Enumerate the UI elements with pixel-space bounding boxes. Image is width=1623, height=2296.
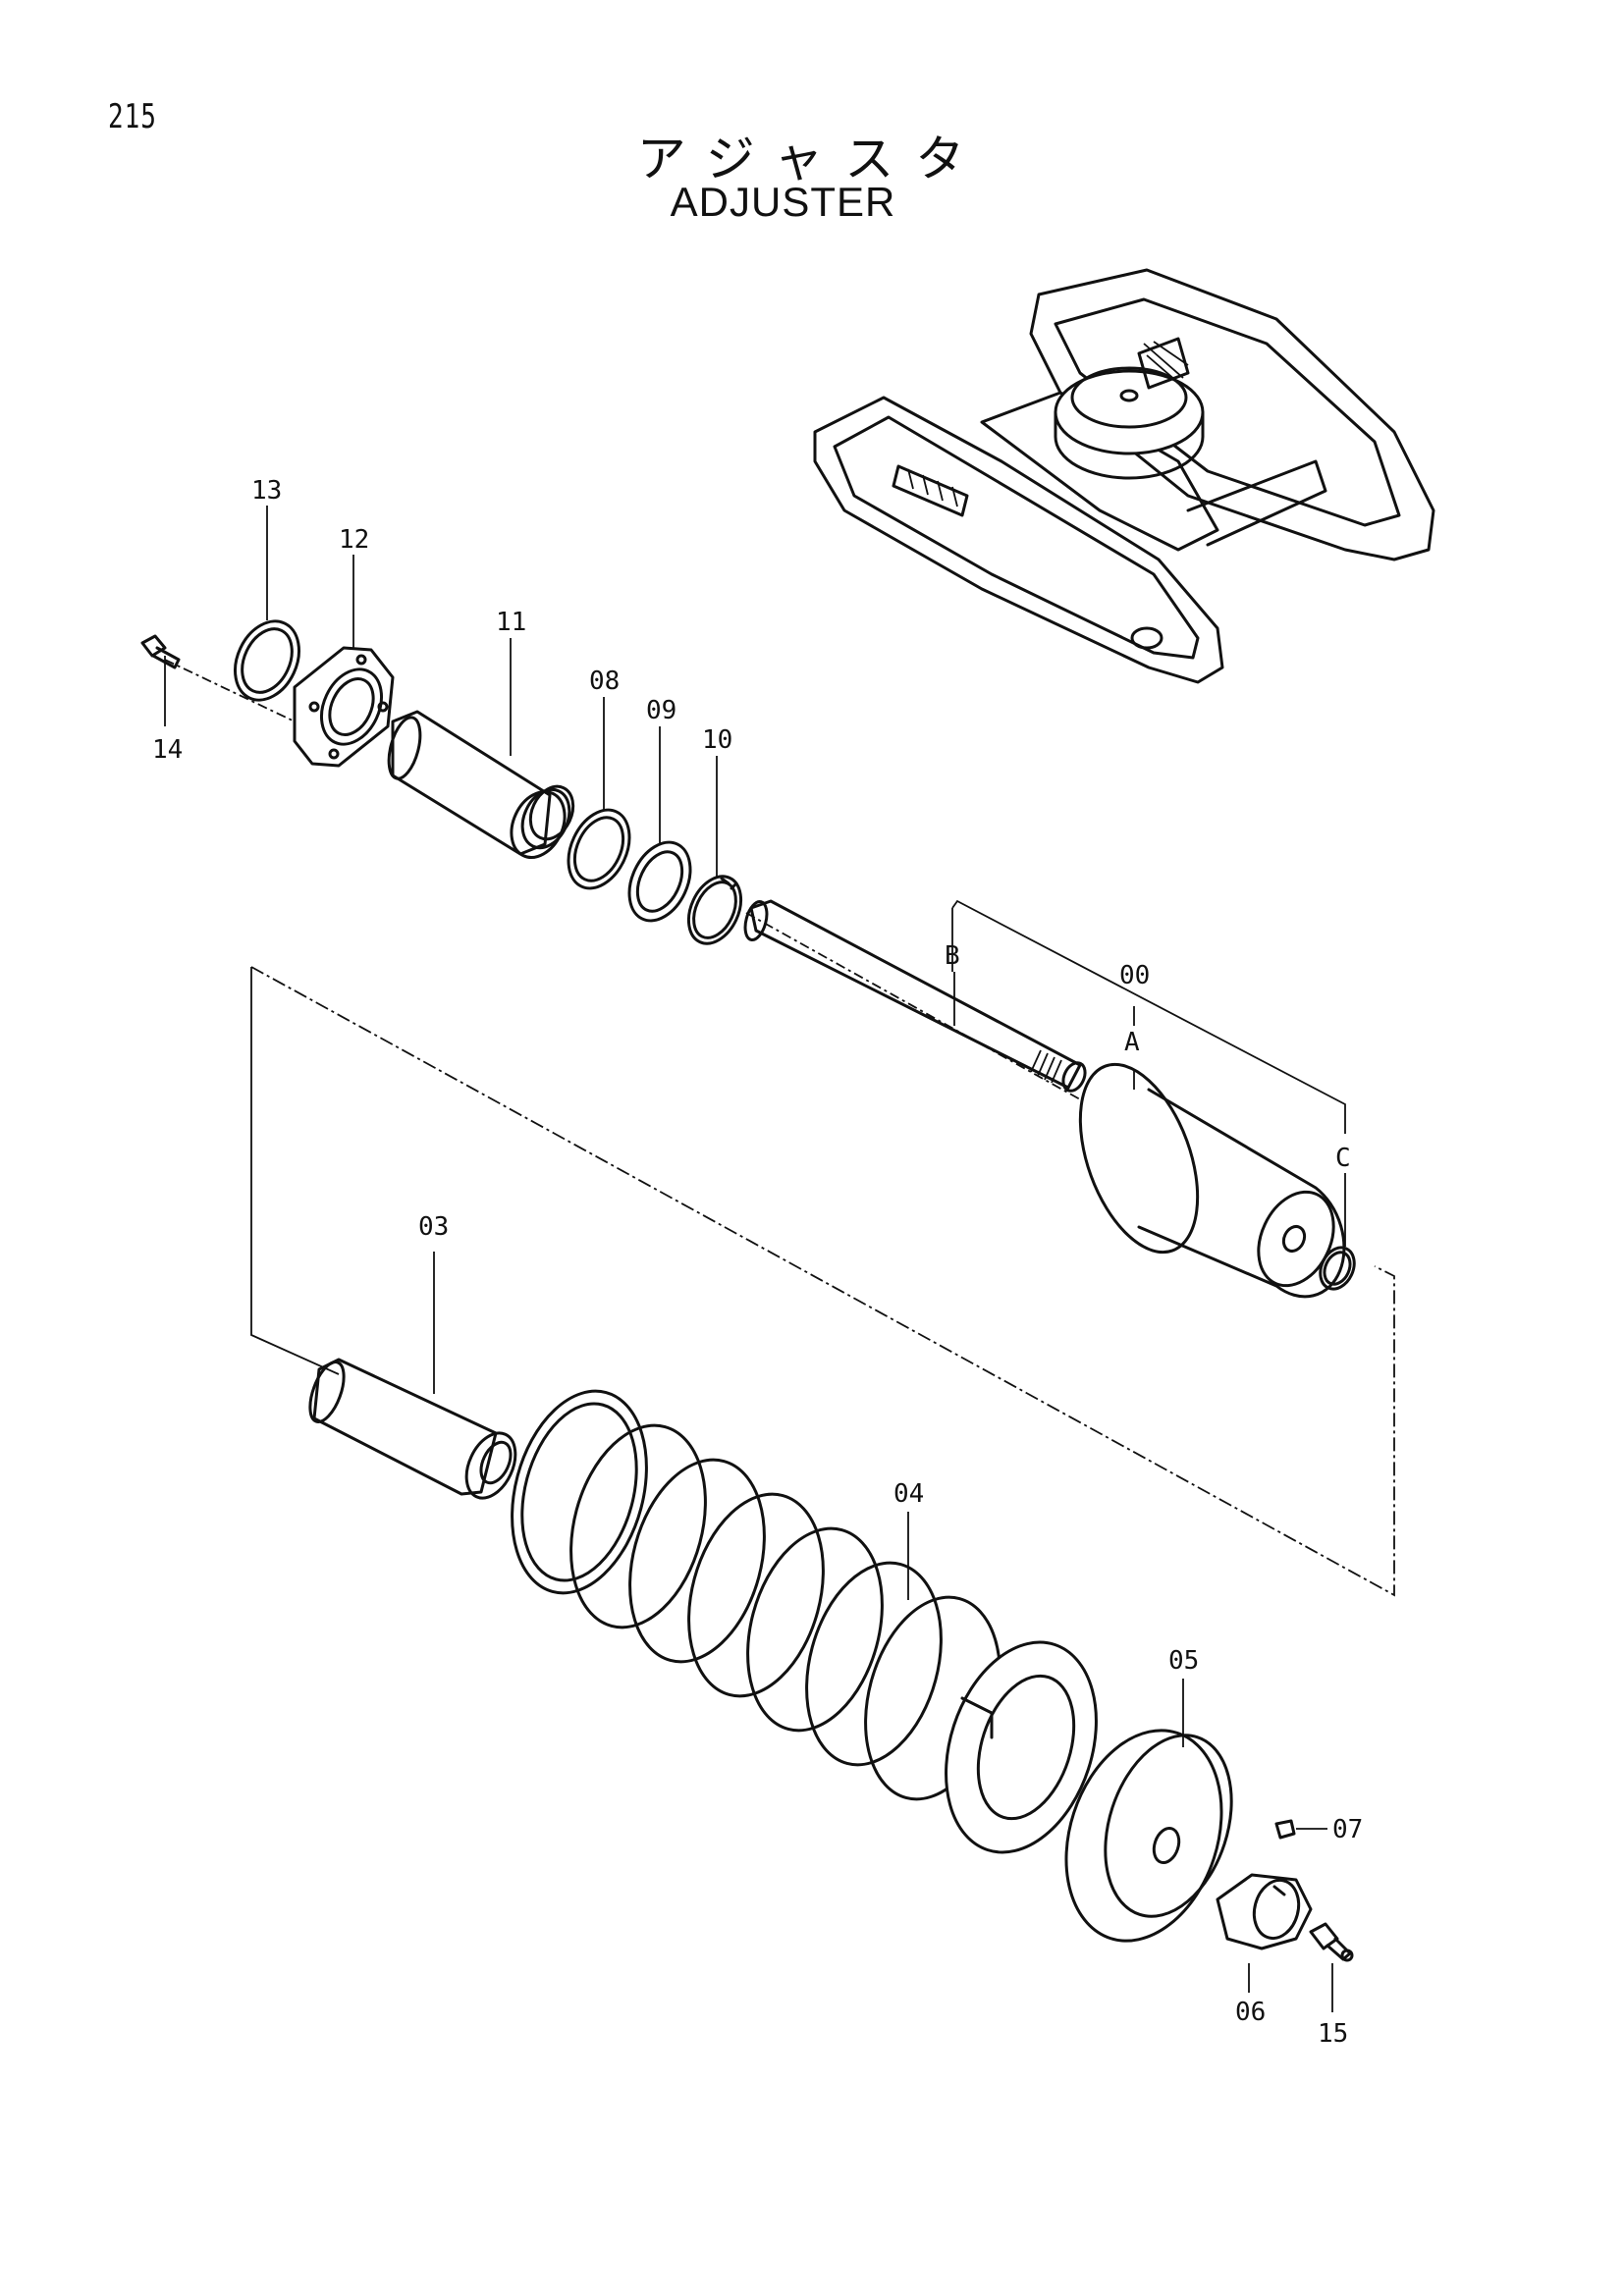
label-15: 15 xyxy=(1318,2019,1348,2049)
label-c: C xyxy=(1335,1144,1351,1173)
label-13: 13 xyxy=(251,476,282,506)
label-10: 10 xyxy=(702,725,732,755)
title-japanese: アジャスタ xyxy=(636,131,987,187)
page-number: 215 xyxy=(108,98,157,136)
part-07-plug xyxy=(1274,1819,1327,1840)
part-09-ring xyxy=(627,840,692,923)
part-06-nut xyxy=(1216,1873,1313,1950)
part-labels: 13 12 14 11 08 09 10 B 00 A C 03 04 05 0… xyxy=(152,476,1363,2049)
part-c-o-ring xyxy=(1319,1246,1356,1291)
undercarriage-overview xyxy=(813,268,1435,684)
part-a-cylinder-body xyxy=(1078,1062,1346,1299)
label-a: A xyxy=(1124,1028,1140,1057)
label-08: 08 xyxy=(589,667,620,696)
label-05: 05 xyxy=(1168,1646,1199,1676)
bracket-lines xyxy=(164,659,1395,1597)
label-04: 04 xyxy=(893,1479,924,1509)
label-12: 12 xyxy=(339,525,369,555)
part-b-rod xyxy=(743,899,1087,1093)
part-03-spacer xyxy=(308,1358,517,1500)
leader-lines xyxy=(164,506,1346,2012)
part-10-snap-ring xyxy=(686,875,743,945)
part-04-spring xyxy=(511,1389,1098,1854)
part-15-grease-fitting xyxy=(1309,1922,1354,1962)
part-11-cylinder xyxy=(387,710,575,859)
part-12-flange xyxy=(293,646,395,768)
label-09: 09 xyxy=(646,696,676,725)
part-05-spring-seat xyxy=(1064,1729,1233,1943)
label-07: 07 xyxy=(1332,1815,1363,1844)
label-11: 11 xyxy=(496,608,526,637)
label-06: 06 xyxy=(1235,1998,1266,2027)
label-14: 14 xyxy=(152,735,183,765)
part-08-backup-ring xyxy=(567,808,631,890)
part-13-seal-ring xyxy=(234,619,300,702)
label-b: B xyxy=(945,941,960,971)
title-english: ADJUSTER xyxy=(670,179,896,225)
label-03: 03 xyxy=(418,1212,449,1242)
label-00: 00 xyxy=(1119,961,1150,990)
part-14-bolt xyxy=(140,634,181,669)
